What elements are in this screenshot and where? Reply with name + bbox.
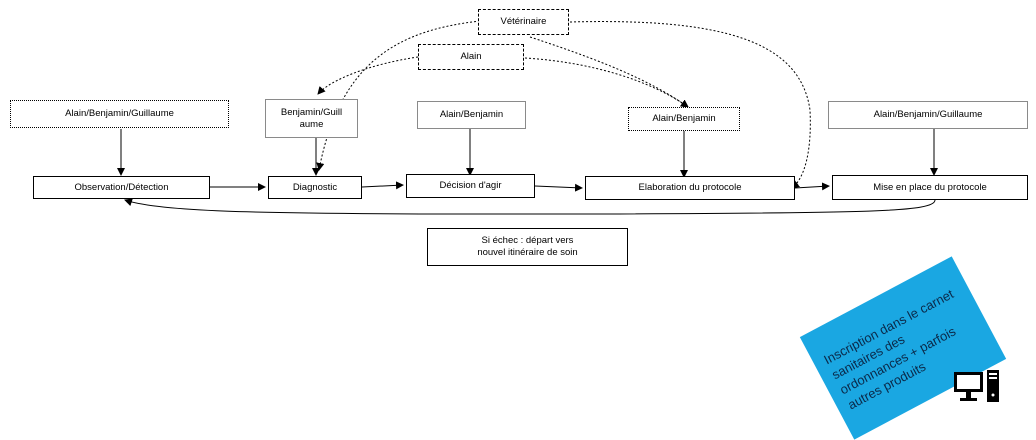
arrow-failure-loop [124,198,936,215]
actor-deciders: Alain/Benjamin [417,101,526,129]
failure-note: Si échec : départ vers nouvel itinéraire… [427,228,628,266]
dotted-veterinaire-to-elaboration [529,36,689,108]
dotted-veterinaire-to-elaboration-right [569,21,811,189]
arrow-elaboration-to-mise [794,182,830,191]
computer-icon [954,370,999,402]
arrow-decision-to-elaboration [534,183,583,192]
arrow-diagnostic-to-decision [361,181,404,190]
actor-veterinaire: Vétérinaire [478,9,569,35]
dotted-alain-to-diagnostic [317,56,419,95]
actor-implementers: Alain/Benjamin/Guillaume [828,101,1028,129]
actor-protocol-authors: Alain/Benjamin [628,107,740,131]
actor-observers: Alain/Benjamin/Guillaume [10,100,229,128]
step-mise-en-place: Mise en place du protocole [832,175,1028,200]
step-diagnostic: Diagnostic [268,176,362,199]
step-observation: Observation/Détection [33,176,210,199]
dotted-alain-to-elaboration [524,57,689,108]
connector-layer [117,20,938,215]
failure-note-text: Si échec : départ vers nouvel itinéraire… [477,235,578,258]
actor-diagnosticians: Benjamin/Guill aume [265,99,358,138]
actor-alain: Alain [418,44,524,70]
step-decision: Décision d'agir [406,174,535,198]
step-elaboration: Elaboration du protocole [585,176,795,200]
